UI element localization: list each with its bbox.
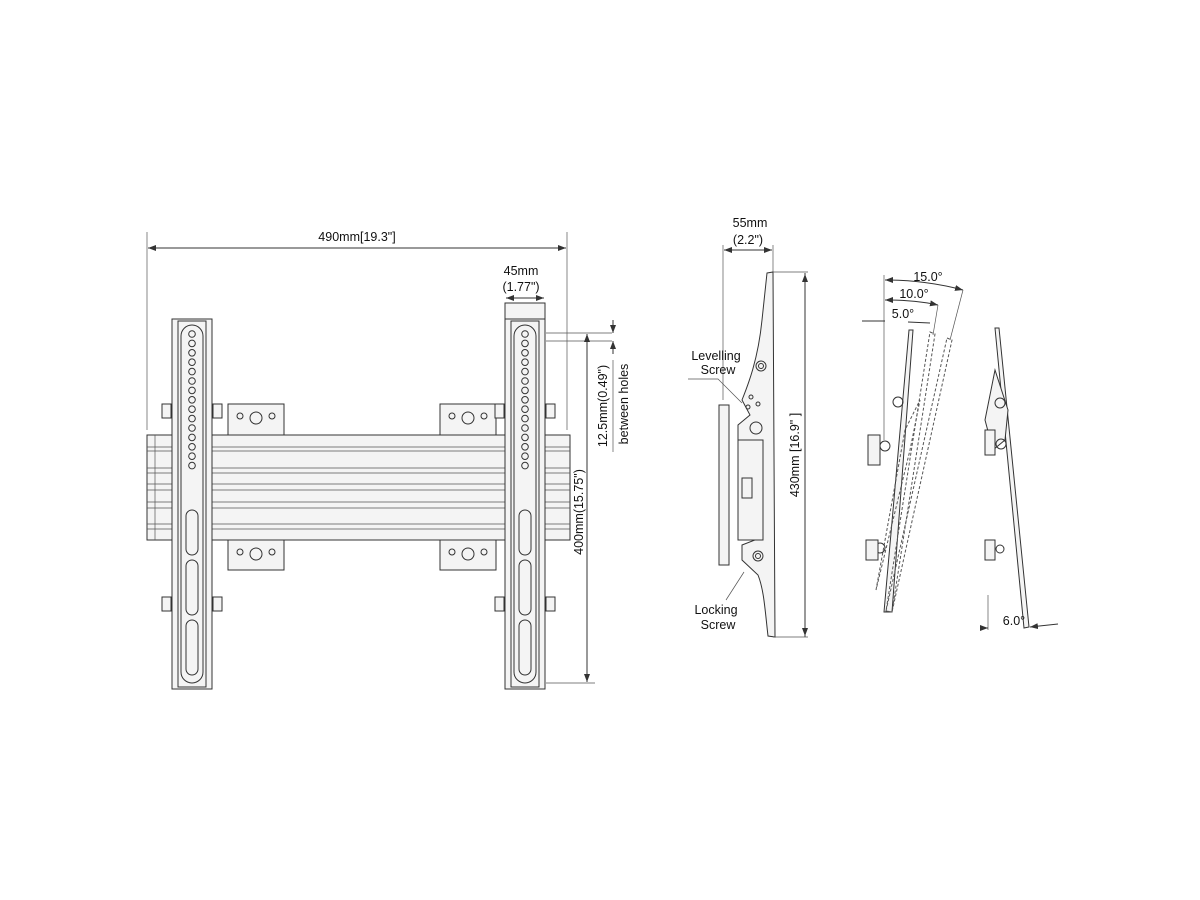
rail-hole [521, 414, 529, 423]
reverse-tilt-plate [994, 327, 1030, 629]
rail-hole [188, 405, 196, 414]
rail-hole [188, 339, 196, 348]
levelling-screw-label-2: Screw [701, 363, 737, 377]
rail-hole [188, 330, 196, 338]
rail-hole [521, 452, 529, 461]
rail-hole [188, 386, 196, 395]
depth-inch-label: (2.2") [733, 233, 763, 247]
hole-pitch-note: between holes [617, 364, 631, 445]
bottom-right-bracket [439, 539, 497, 571]
rail-hole [521, 405, 529, 414]
rail-hole [521, 396, 529, 404]
top-right-bracket [439, 403, 497, 436]
rail-hole [521, 367, 529, 376]
rail-hole [521, 330, 529, 338]
levelling-screw-label: Levelling [691, 349, 740, 363]
rail-hole [521, 443, 529, 451]
left-vertical-rail [161, 318, 223, 690]
locking-screw-label: Locking [694, 603, 737, 617]
rail-width-inch-label: (1.77") [502, 280, 539, 294]
rail-hole [521, 433, 529, 442]
side-height-label: 430mm [16.9" ] [788, 413, 802, 497]
rail-hole [188, 424, 196, 432]
bottom-left-bracket [227, 539, 285, 571]
tilt-range-view: 15.0° 10.0° 5.0° 6.0° [862, 270, 1059, 631]
right-vertical-rail [494, 302, 556, 690]
wall-plate-profile [718, 404, 730, 566]
levelling-screw-leader [688, 378, 743, 404]
side-view: 55mm (2.2") 430mm [16.9" ] Levelling Scr… [688, 216, 808, 638]
tilt-plate-0 [883, 329, 914, 613]
rail-hole [521, 349, 529, 357]
horizontal-wall-rail [146, 434, 571, 541]
tilt-5-arc [862, 320, 931, 324]
tilt-plate-5 [885, 331, 936, 613]
rail-hole [188, 414, 196, 423]
tilt-angle-15: 15.0° [913, 270, 942, 284]
rail-hole [521, 386, 529, 395]
rail-hole [188, 377, 196, 385]
top-left-bracket [227, 403, 285, 436]
front-view: 490mm[19.3"] [146, 230, 631, 690]
rail-hole [188, 443, 196, 451]
rail-hole [188, 367, 196, 376]
rail-hole [188, 461, 196, 470]
rail-hole [188, 396, 196, 404]
rail-hole [188, 349, 196, 357]
rail-hole [521, 339, 529, 348]
depth-label: 55mm [733, 216, 768, 230]
rail-hole [521, 358, 529, 367]
tilt-15-arc [884, 277, 964, 291]
tilt-arm [875, 399, 921, 591]
rail-hole [188, 358, 196, 367]
rail-hole [521, 377, 529, 385]
rail-hole [521, 424, 529, 432]
width-label: 490mm[19.3"] [318, 230, 395, 244]
rail-hole [188, 452, 196, 461]
tilt-10-arc [884, 297, 939, 307]
rail-hole [521, 461, 529, 470]
locking-screw-label-2: Screw [701, 618, 737, 632]
tilt-angle-5: 5.0° [892, 307, 914, 321]
tilt-angle-10: 10.0° [899, 287, 928, 301]
locking-screw-leader [725, 571, 745, 601]
hole-pitch-label: 12.5mm(0.49") [596, 365, 610, 447]
reverse-tilt-angle: 6.0° [1003, 614, 1025, 628]
height-label: 400mm(15.75") [572, 469, 586, 555]
rail-width-label: 45mm [504, 264, 539, 278]
rail-hole [188, 433, 196, 442]
